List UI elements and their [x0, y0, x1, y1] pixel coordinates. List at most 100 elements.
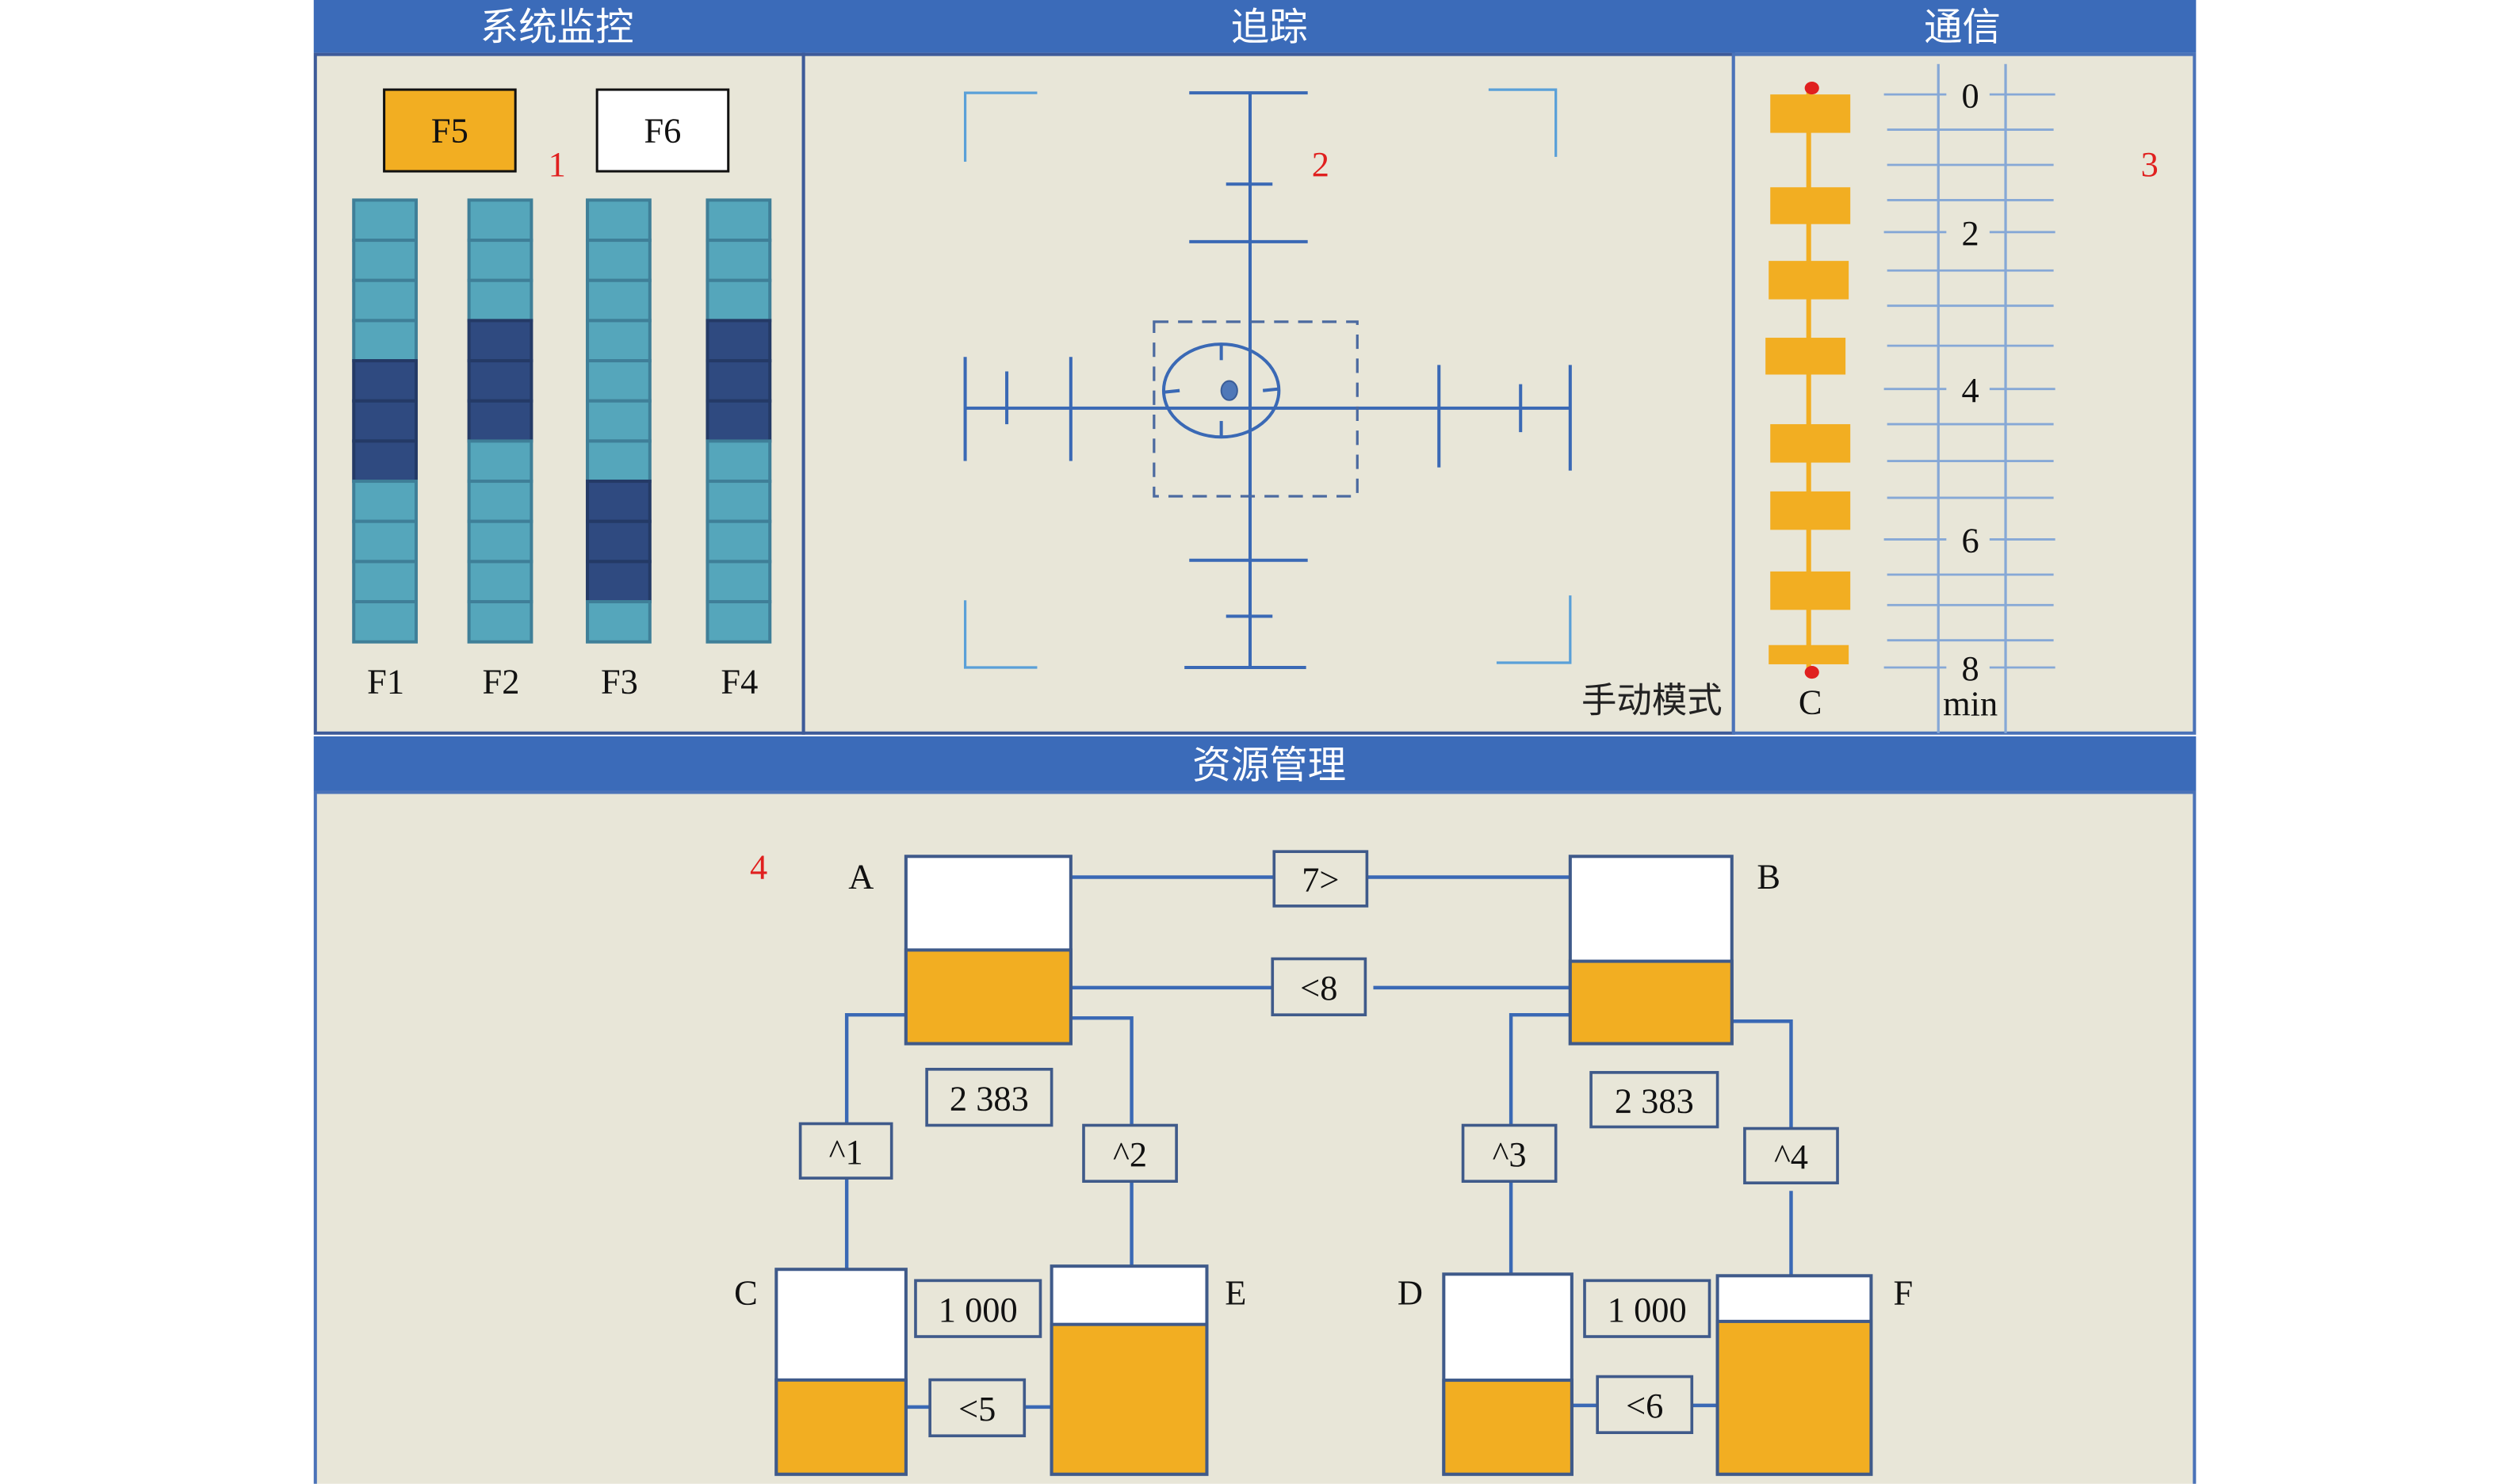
bar-cell	[352, 278, 419, 323]
bar-cell	[586, 480, 652, 523]
box-frame	[1461, 1123, 1558, 1183]
bar-cell	[352, 198, 419, 243]
bar-cell	[706, 239, 772, 282]
panel-marker-3: 3	[2141, 144, 2159, 184]
bar-f3: F3	[586, 198, 652, 701]
bar-cell	[467, 399, 533, 443]
pump-button-pump-4[interactable]: ^4	[1743, 1126, 1839, 1185]
bar-cell	[706, 519, 772, 564]
bar-cell	[586, 359, 652, 403]
box-label: ^1	[829, 1132, 863, 1172]
bar-cell	[467, 519, 533, 564]
message-block[interactable]	[1770, 424, 1851, 463]
bar-cell	[706, 399, 772, 443]
pump-button-pump-3[interactable]: ^3	[1461, 1123, 1558, 1183]
box-frame	[928, 1378, 1027, 1438]
message-block[interactable]	[1769, 261, 1849, 300]
pump-button-pump-b-to-a[interactable]: <8	[1271, 957, 1367, 1016]
pump-button-pump-2[interactable]: ^2	[1082, 1123, 1178, 1183]
bar-f2: F2	[467, 198, 533, 701]
box-frame	[1271, 957, 1367, 1016]
bar-cell	[706, 600, 772, 644]
target-reticle-icon[interactable]	[1161, 342, 1281, 439]
box-label: ^2	[1113, 1134, 1147, 1174]
bar-cell	[352, 359, 419, 403]
message-block[interactable]	[1770, 491, 1851, 530]
bar-cell	[352, 560, 419, 604]
tank-b[interactable]: B	[1568, 855, 1780, 1046]
tank-label: D	[1398, 1273, 1423, 1313]
value-display-value-right: 2 383	[1589, 1071, 1719, 1129]
message-block[interactable]	[1770, 187, 1851, 224]
f6-button-label: F6	[644, 111, 681, 151]
tracking-window	[1153, 320, 1359, 498]
scale-label: 8	[1962, 648, 1979, 688]
box-frame	[1082, 1123, 1178, 1183]
panel-marker-4: 4	[750, 847, 767, 887]
bar-label: F2	[483, 661, 520, 701]
box-label: <8	[1300, 968, 1337, 1008]
bar-cell	[352, 600, 419, 644]
bar-cell	[586, 560, 652, 604]
bar-label: F3	[601, 661, 638, 701]
bar-cell	[706, 278, 772, 323]
box-label: ^4	[1774, 1137, 1808, 1176]
box-label: 1 000	[939, 1290, 1018, 1329]
tank-f[interactable]: F	[1715, 1273, 1914, 1476]
tank-e[interactable]: E	[1050, 1264, 1247, 1476]
tank-c[interactable]: C	[734, 1268, 908, 1476]
bar-cell	[352, 439, 419, 484]
bar-cell	[586, 519, 652, 564]
bar-cell	[706, 359, 772, 403]
tank-fill-level	[774, 1378, 908, 1476]
tank-d[interactable]: D	[1398, 1272, 1574, 1476]
message-block[interactable]	[1770, 571, 1851, 610]
bar-cell	[467, 239, 533, 282]
tank-a[interactable]: A	[848, 855, 1073, 1046]
bar-cell	[586, 600, 652, 644]
bar-cell	[706, 560, 772, 604]
bar-cell	[706, 480, 772, 523]
scale-label: 6	[1962, 521, 1979, 560]
bar-cell	[467, 359, 533, 403]
tank-fill-level	[1715, 1319, 1873, 1476]
f6-button[interactable]: F6	[595, 88, 730, 173]
tank-label: A	[848, 857, 874, 897]
bar-cell	[586, 278, 652, 323]
bar-cell	[586, 319, 652, 363]
box-frame	[1743, 1126, 1839, 1185]
pump-button-pump-6[interactable]: <6	[1596, 1375, 1694, 1435]
box-label: <5	[958, 1389, 996, 1429]
message-block[interactable]	[1770, 94, 1851, 133]
bar-cell	[352, 480, 419, 523]
tank-label: F	[1893, 1273, 1913, 1313]
box-frame	[925, 1068, 1053, 1127]
box-label: 2 383	[1615, 1080, 1694, 1120]
pump-button-pump-a-to-b[interactable]: 7>	[1272, 850, 1369, 908]
box-frame	[1589, 1071, 1719, 1129]
bar-cell	[706, 319, 772, 363]
bar-cell	[352, 519, 419, 564]
bar-f4: F4	[706, 198, 772, 701]
box-label: 1 000	[1608, 1290, 1687, 1329]
bar-cell	[467, 600, 533, 644]
value-display-value-c-e: 1 000	[914, 1279, 1042, 1338]
scale-unit-label: min	[1943, 684, 1998, 724]
f5-button[interactable]: F5	[383, 88, 517, 173]
pipe-lines	[844, 875, 1793, 1409]
message-block[interactable]	[1769, 644, 1849, 664]
communication-title: 通信	[1924, 5, 2001, 49]
bar-cell	[352, 319, 419, 363]
message-block[interactable]	[1765, 338, 1846, 375]
bar-cell	[467, 319, 533, 363]
pump-button-pump-1[interactable]: ^1	[798, 1122, 893, 1180]
scale-label: 0	[1962, 75, 1979, 115]
scale-label: 4	[1962, 370, 1979, 410]
tracking-mode-label[interactable]: 手动模式	[1581, 681, 1723, 721]
bar-cell	[586, 239, 652, 282]
box-label: ^3	[1493, 1134, 1527, 1174]
value-display-value-d-f: 1 000	[1583, 1279, 1711, 1338]
pump-button-pump-5[interactable]: <5	[928, 1378, 1027, 1438]
